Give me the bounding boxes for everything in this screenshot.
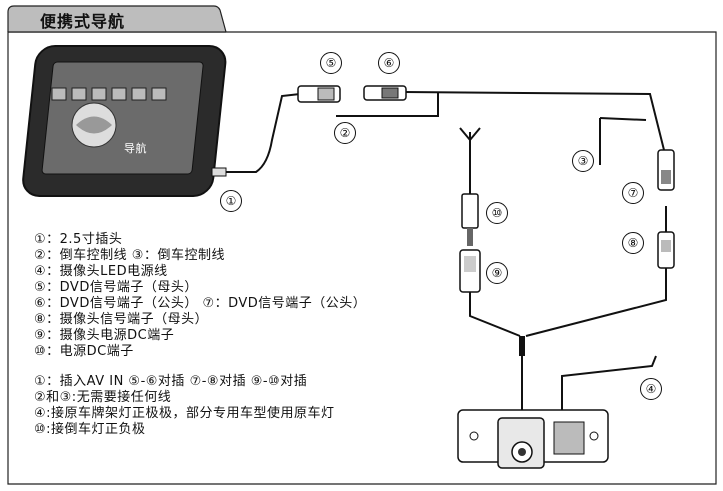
callout-2: ② [334,122,356,144]
notes-line-2: ④:接原车牌架灯正极极，部分专用车型使用原车灯 [34,406,335,421]
callout-5: ⑤ [320,52,342,74]
legend-item-1: ①：2.5寸插头 [34,232,123,247]
callout-4: ④ [640,378,662,400]
legend-item-7: ⑨：摄像头电源DC端子 [34,328,175,343]
callout-7: ⑦ [622,182,644,204]
legend-item-5: ⑥：DVD信号端子（公头） ⑦：DVD信号端子（公头） [34,296,367,311]
legend-item-6: ⑧：摄像头信号端子（母头） [34,312,209,327]
callout-10: ⑩ [486,202,508,224]
legend-item-2: ②：倒车控制线 ③：倒车控制线 [34,248,225,263]
callout-6: ⑥ [378,52,400,74]
callout-3: ③ [572,150,594,172]
legend-item-3: ④：摄像头LED电源线 [34,264,168,279]
callout-1: ① [220,190,242,212]
diagram-title: 便携式导航 [40,12,126,31]
notes-line-1: ②和③:无需要接任何线 [34,390,172,405]
notes-line-3: ⑩:接倒车灯正负极 [34,422,146,437]
callout-9: ⑨ [486,262,508,284]
legend-item-4: ⑤：DVD信号端子（母头） [34,280,198,295]
notes-plug-line: ①：插入AV IN ⑤-⑥对插 ⑦-⑧对插 ⑨-⑩对插 [34,374,308,389]
legend-item-8: ⑩：电源DC端子 [34,344,134,359]
device-screen-label: 导航 [124,142,147,155]
callout-8: ⑧ [622,232,644,254]
